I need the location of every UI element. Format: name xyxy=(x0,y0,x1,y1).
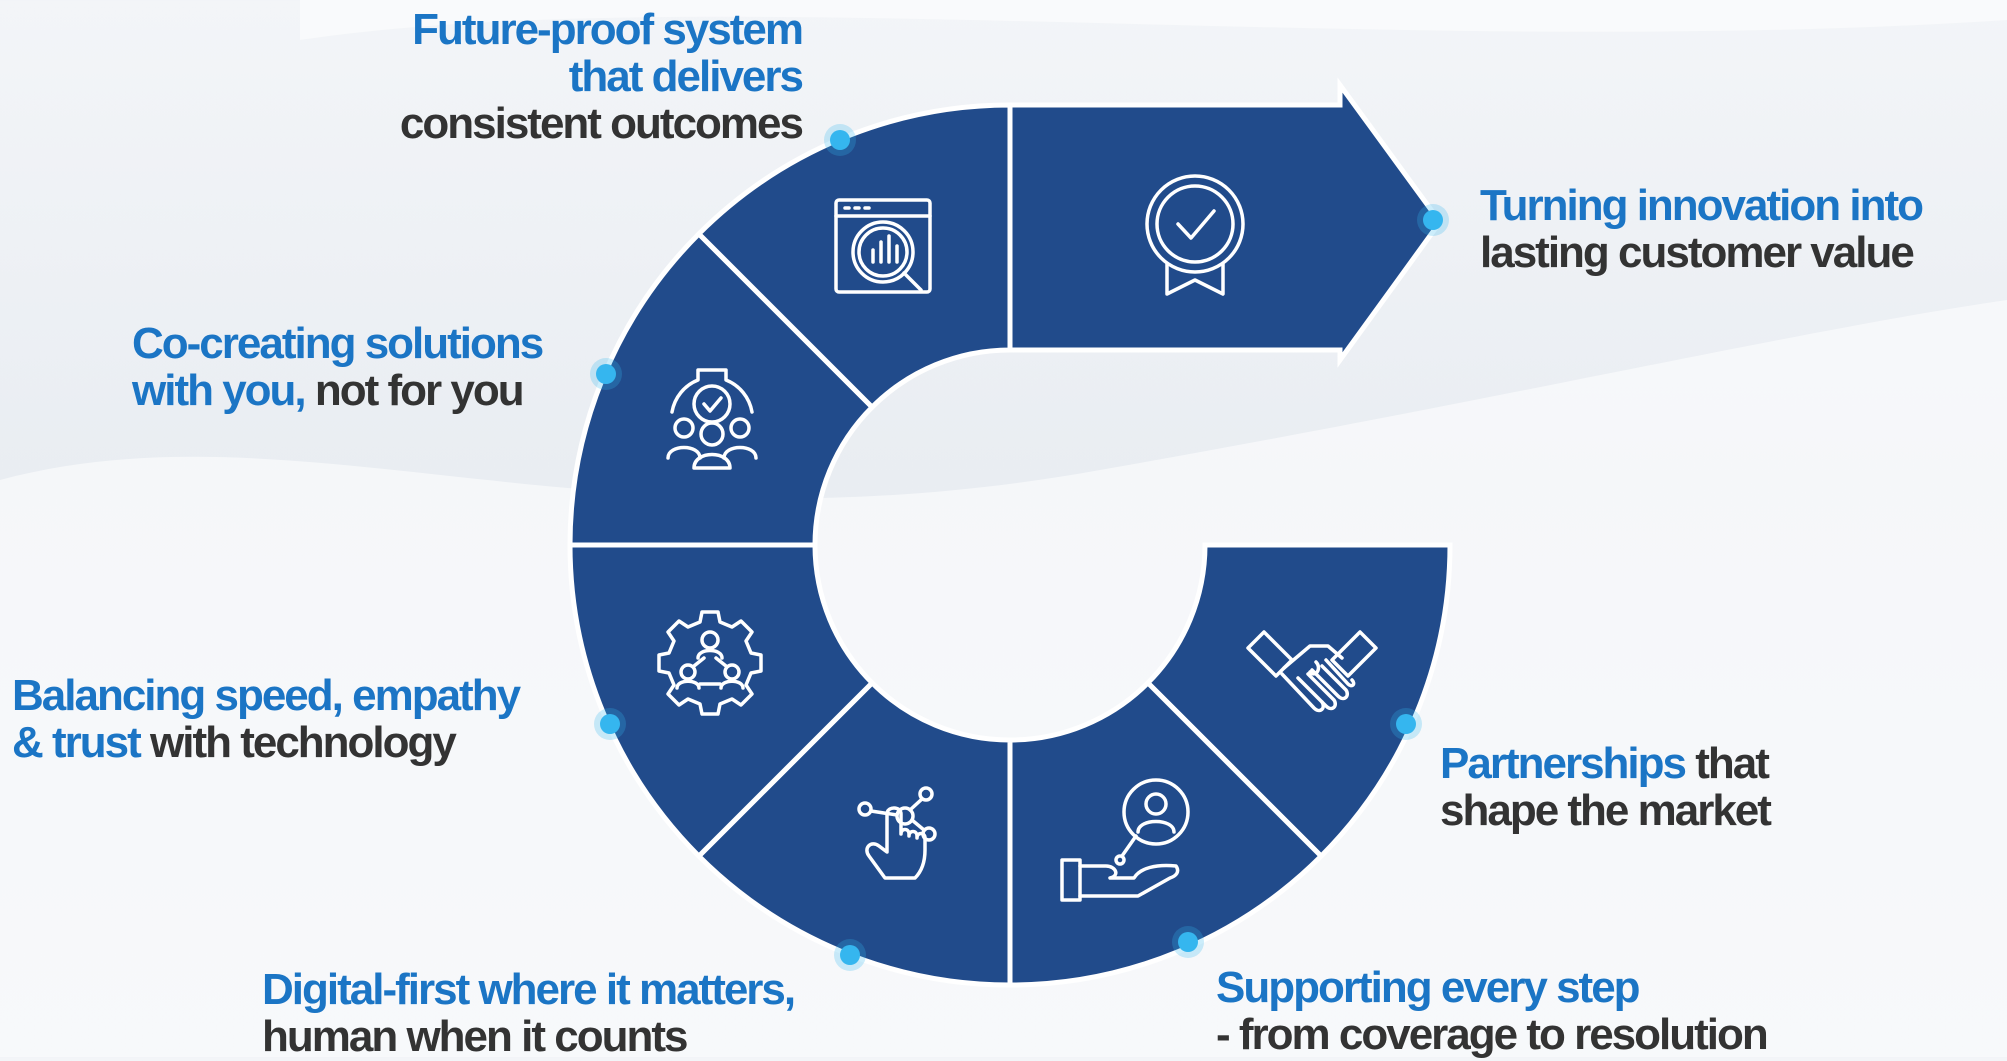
digital-first-line2: human when it counts xyxy=(262,1012,688,1061)
balancing-line1: Balancing speed, empathy xyxy=(12,671,521,720)
browser-analytics-magnifier-icon xyxy=(834,198,932,294)
dot-turning-innovation xyxy=(1423,210,1443,230)
future-proof-line3: consistent outcomes xyxy=(399,99,804,148)
segment-icons xyxy=(657,174,1378,902)
co-creating-line2-dark: not for you xyxy=(304,366,525,415)
label-supporting-every-step: Supporting every step - from coverage to… xyxy=(1216,963,1769,1059)
partnerships-line1: Partnerships that xyxy=(1440,740,1770,787)
label-co-creating-solutions: Co-creating solutions with you, not for … xyxy=(132,319,544,414)
turning-innovation-line1: Turning innovation into xyxy=(1480,181,1924,230)
touch-hand-network-icon xyxy=(857,786,937,880)
future-proof-line2: that delivers xyxy=(568,52,804,101)
digital-first-line1: Digital-first where it matters, xyxy=(262,965,796,1014)
dot-partnerships xyxy=(1396,714,1416,734)
connector-dots xyxy=(590,124,1449,971)
co-creating-line2: with you, not for you xyxy=(132,367,542,414)
ring-segment-right xyxy=(1144,542,1453,860)
handshake-icon xyxy=(1246,630,1378,713)
co-creating-line2-blue: with you, xyxy=(132,366,307,415)
ring-segments xyxy=(567,77,1453,988)
dot-future-proof xyxy=(830,130,850,150)
label-partnerships: Partnerships that shape the market xyxy=(1440,740,1772,835)
ring-segment-bottom-right xyxy=(1007,679,1325,988)
balancing-line2-blue: & trust xyxy=(12,718,142,767)
label-turning-innovation: Turning innovation into lasting customer… xyxy=(1480,181,1924,277)
ring-segment-lower-left xyxy=(567,542,876,860)
partnerships-line1-blue: Partnerships xyxy=(1440,739,1687,788)
label-balancing-speed: Balancing speed, empathy & trust with te… xyxy=(12,671,521,766)
dot-balancing xyxy=(600,714,620,734)
hand-user-support-icon xyxy=(1060,778,1190,902)
team-gear-check-icon xyxy=(666,368,758,470)
dot-digital-first xyxy=(840,945,860,965)
partnerships-line2: shape the market xyxy=(1440,786,1772,835)
supporting-line2: - from coverage to resolution xyxy=(1216,1010,1769,1059)
label-digital-first: Digital-first where it matters, human wh… xyxy=(262,965,796,1061)
future-proof-line1: Future-proof system xyxy=(412,5,804,54)
ring-segment-arrow xyxy=(1007,77,1444,368)
partnerships-line1-dark: that xyxy=(1684,739,1770,788)
ring-segment-bottom-left xyxy=(695,679,1013,988)
label-future-proof-system: Future-proof system that delivers consis… xyxy=(300,5,804,148)
gear-network-people-icon xyxy=(657,610,763,716)
balancing-line2-dark: with technology xyxy=(139,718,457,767)
balancing-line2: & trust with technology xyxy=(12,719,519,766)
supporting-line1: Supporting every step xyxy=(1216,963,1641,1012)
turning-innovation-line2: lasting customer value xyxy=(1480,228,1915,277)
dot-supporting xyxy=(1178,932,1198,952)
award-badge-check-icon xyxy=(1145,174,1245,296)
co-creating-line1: Co-creating solutions xyxy=(132,319,544,368)
dot-co-creating xyxy=(596,364,616,384)
